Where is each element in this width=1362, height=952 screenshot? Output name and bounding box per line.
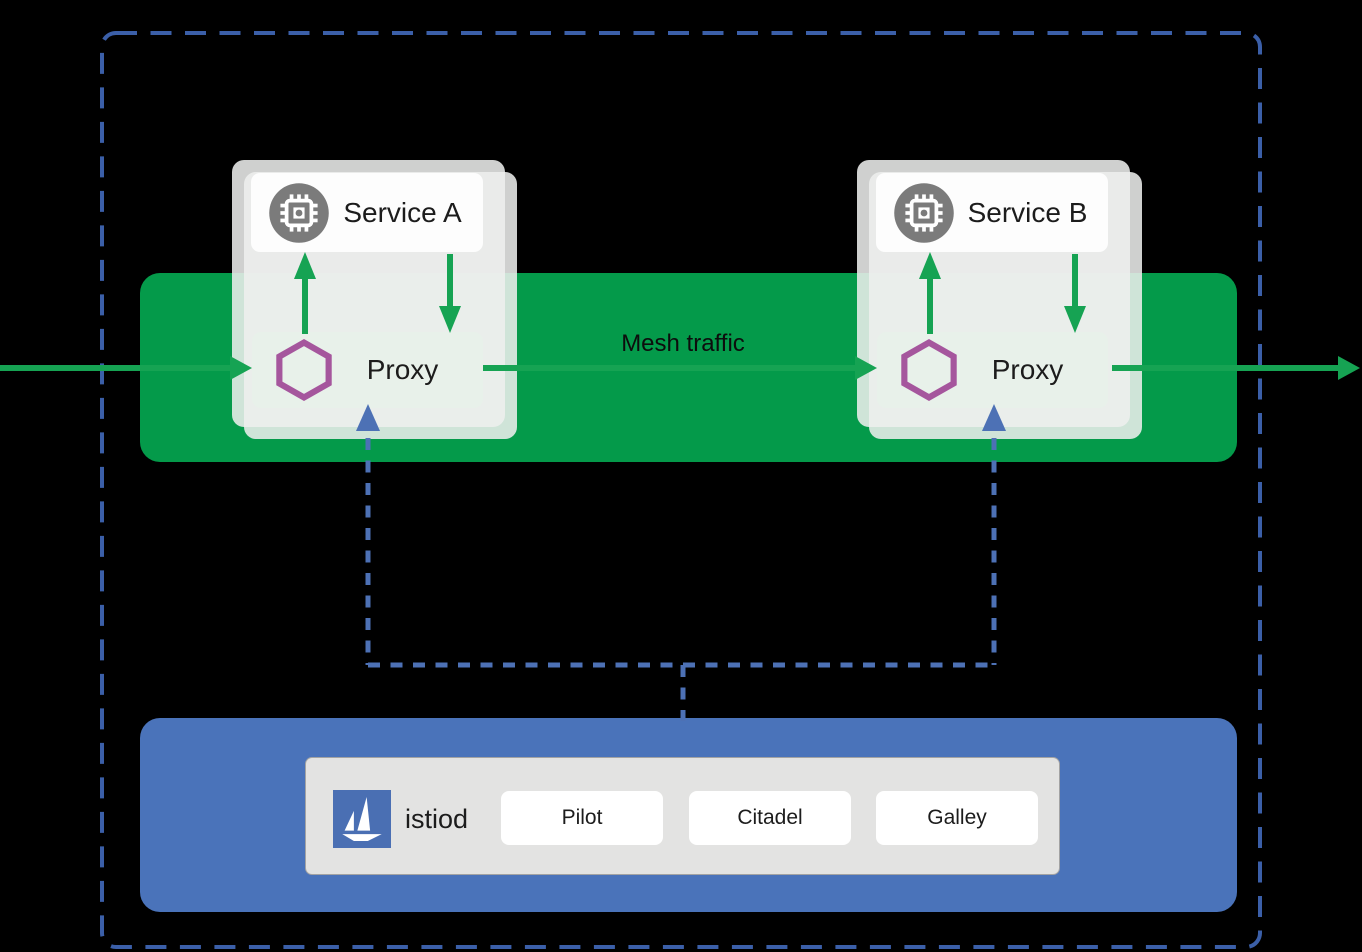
citadel-label: Citadel bbox=[737, 806, 803, 829]
envoy-hexagon-icon bbox=[276, 337, 332, 403]
service-a-box: Service A bbox=[251, 173, 483, 252]
istiod-panel: istiod Pilot Citadel Galley bbox=[305, 757, 1060, 875]
service-b-pod: Service B Proxy bbox=[857, 160, 1142, 439]
control-plane-connectors bbox=[365, 438, 997, 721]
pod-card: Service B Proxy bbox=[857, 160, 1130, 427]
service-b-box: Service B bbox=[876, 173, 1108, 252]
pilot-box: Pilot bbox=[501, 791, 663, 845]
proxy-b-label: Proxy bbox=[991, 354, 1064, 385]
proxy-a-box: Proxy bbox=[252, 332, 483, 408]
istiod-label: istiod bbox=[405, 804, 469, 834]
pod-card: Service A Proxy bbox=[232, 160, 505, 427]
galley-label: Galley bbox=[927, 806, 987, 829]
service-a-pod: Service A Proxy bbox=[232, 160, 517, 439]
egress-arrowhead bbox=[1338, 356, 1360, 380]
galley-box: Galley bbox=[876, 791, 1038, 845]
proxy-a-label: Proxy bbox=[366, 354, 439, 385]
cpu-chip-icon bbox=[268, 182, 330, 244]
envoy-hexagon-icon bbox=[901, 337, 957, 403]
pilot-label: Pilot bbox=[561, 806, 603, 829]
proxy-b-box: Proxy bbox=[877, 332, 1108, 408]
service-b-label: Service B bbox=[967, 196, 1088, 228]
istio-sailboat-icon bbox=[333, 790, 391, 848]
mesh-traffic-label: Mesh traffic bbox=[621, 330, 745, 357]
service-a-label: Service A bbox=[343, 196, 462, 228]
cpu-chip-icon bbox=[893, 182, 955, 244]
citadel-box: Citadel bbox=[689, 791, 851, 845]
